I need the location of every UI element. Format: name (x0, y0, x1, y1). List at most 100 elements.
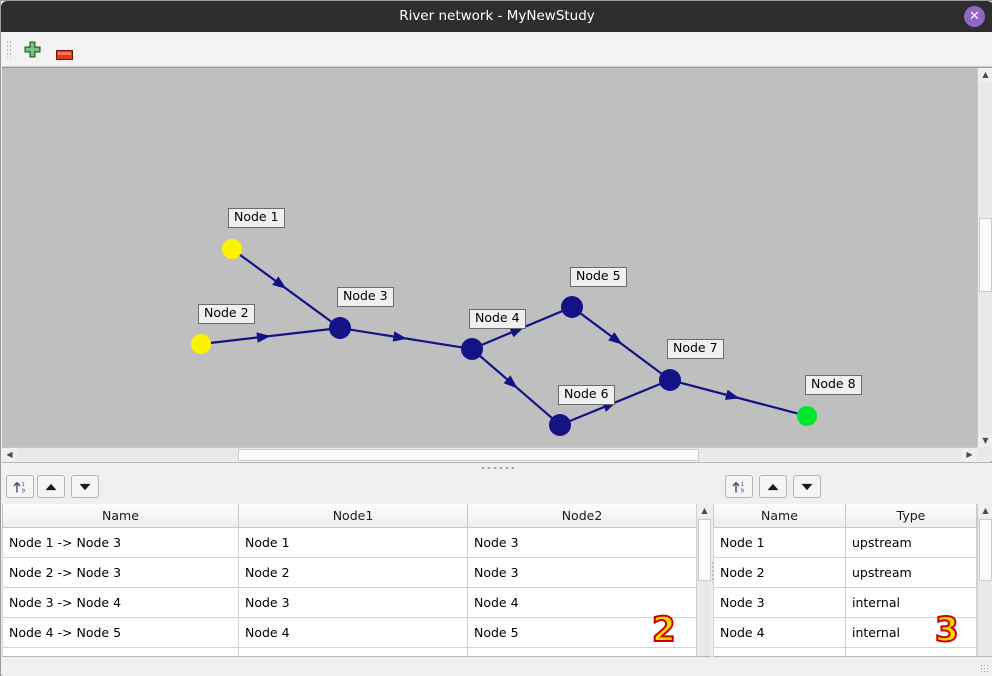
node-label-node5[interactable]: Node 5 (570, 267, 627, 287)
scroll-down-icon[interactable]: ▼ (978, 434, 992, 448)
scroll-left-icon[interactable]: ◀ (2, 448, 17, 462)
node-label-node7[interactable]: Node 7 (667, 339, 724, 359)
canvas-horizontal-scrollbar[interactable]: ◀ ▶ (2, 447, 977, 462)
table-cell[interactable]: internal (845, 616, 977, 648)
table-cell[interactable]: Node 3 (238, 586, 468, 618)
node-label-node4[interactable]: Node 4 (469, 309, 526, 329)
table-cell[interactable]: Node 4 (238, 616, 468, 648)
table-cell[interactable]: Node 2 -> Node 3 (2, 556, 239, 588)
column-header-node1[interactable]: Node1 (238, 504, 468, 528)
reaches-vscroll-thumb[interactable] (698, 519, 711, 581)
sort-arrow-icon[interactable]: 1 9 (6, 475, 34, 498)
graph-node-node8[interactable] (797, 406, 817, 426)
scroll-right-icon[interactable]: ▶ (962, 448, 977, 462)
scroll-up-icon[interactable]: ▲ (697, 504, 712, 518)
column-header-name[interactable]: Name (2, 504, 239, 528)
table-cell[interactable]: Node 3 (467, 526, 697, 558)
svg-text:1: 1 (22, 482, 26, 488)
close-icon[interactable]: ✕ (964, 6, 985, 27)
nodes-vertical-scrollbar[interactable]: ▲ ▼ (977, 504, 992, 676)
table-cell[interactable]: Node 3 (713, 586, 846, 618)
svg-text:9: 9 (741, 488, 745, 494)
table-cell[interactable]: Node 1 -> Node 3 (2, 526, 239, 558)
pane-divider-grip-icon (711, 561, 714, 583)
column-header-name[interactable]: Name (713, 504, 846, 528)
graph-node-node5[interactable] (561, 296, 583, 318)
toolbar-drag-handle[interactable] (6, 40, 11, 58)
table-cell[interactable]: upstream (845, 556, 977, 588)
graph-node-node3[interactable] (329, 317, 351, 339)
horizontal-splitter[interactable] (2, 462, 992, 472)
table-cell[interactable]: Node 3 (467, 556, 697, 588)
sort-arrow-icon[interactable]: 1 9 (725, 475, 753, 498)
table-cell[interactable]: Node 4 (713, 616, 846, 648)
edge-arrow-icon (509, 327, 525, 338)
edges-layer (209, 253, 799, 423)
reaches-toolbar: 1 9 (2, 472, 711, 504)
node-label-node2[interactable]: Node 2 (198, 304, 255, 324)
node-label-node1[interactable]: Node 1 (228, 208, 285, 228)
column-header-type[interactable]: Type (845, 504, 977, 528)
reaches-vertical-scrollbar[interactable]: ▲ ▼ (696, 504, 712, 676)
edge-arrow-icon (272, 276, 287, 289)
edge-arrow-icon (256, 332, 271, 343)
graph-node-node7[interactable] (659, 369, 681, 391)
table-cell[interactable]: Node 2 (238, 556, 468, 588)
table-cell[interactable]: Node 2 (713, 556, 846, 588)
table-cell[interactable]: Node 1 (713, 526, 846, 558)
edge-arrow-icon (724, 389, 740, 400)
table-cell[interactable]: Node 4 -> Node 5 (2, 616, 239, 648)
table-cell[interactable]: Node 3 -> Node 4 (2, 586, 239, 618)
graph-node-node2[interactable] (191, 334, 211, 354)
window-title: River network - MyNewStudy (399, 8, 595, 24)
red-minus-icon[interactable] (56, 45, 73, 60)
table-cell[interactable]: upstream (845, 526, 977, 558)
node-label-node6[interactable]: Node 6 (558, 385, 615, 405)
table-cell[interactable]: Node 4 (467, 586, 697, 618)
edge-arrow-icon (608, 332, 623, 345)
window-resize-grip-icon[interactable] (980, 664, 989, 673)
diagram-canvas[interactable]: Node 1 Node 2 Node 3 Node 4 Node 5 Node 6 Node… (2, 68, 977, 448)
graph-node-node6[interactable] (549, 414, 571, 436)
canvas-vscroll-thumb[interactable] (979, 218, 992, 292)
scroll-up-icon[interactable]: ▲ (978, 68, 992, 82)
node-label-node8[interactable]: Node 8 (805, 375, 862, 395)
move-up-button[interactable] (37, 475, 65, 498)
scroll-up-icon[interactable]: ▲ (978, 504, 992, 518)
svg-text:9: 9 (22, 488, 26, 494)
canvas-hscroll-thumb[interactable] (238, 449, 699, 461)
move-up-button[interactable] (759, 475, 787, 498)
table-cell[interactable]: Node 1 (238, 526, 468, 558)
graph-node-node1[interactable] (222, 239, 242, 259)
move-down-button[interactable] (71, 475, 99, 498)
nodes-toolbar: 1 9 (713, 472, 992, 504)
graph-node-node4[interactable] (461, 338, 483, 360)
nodes-vscroll-thumb[interactable] (979, 519, 992, 581)
green-plus-icon[interactable] (24, 41, 41, 58)
move-down-button[interactable] (793, 475, 821, 498)
svg-text:1: 1 (741, 482, 745, 488)
column-header-node2[interactable]: Node2 (467, 504, 697, 528)
scrollbar-corner (977, 447, 992, 461)
canvas-vertical-scrollbar[interactable]: ▲ ▼ (977, 68, 992, 448)
network-graph (191, 239, 817, 436)
node-label-node3[interactable]: Node 3 (337, 287, 394, 307)
edge-arrow-icon (503, 375, 518, 389)
table-cell[interactable]: Node 5 (467, 616, 697, 648)
